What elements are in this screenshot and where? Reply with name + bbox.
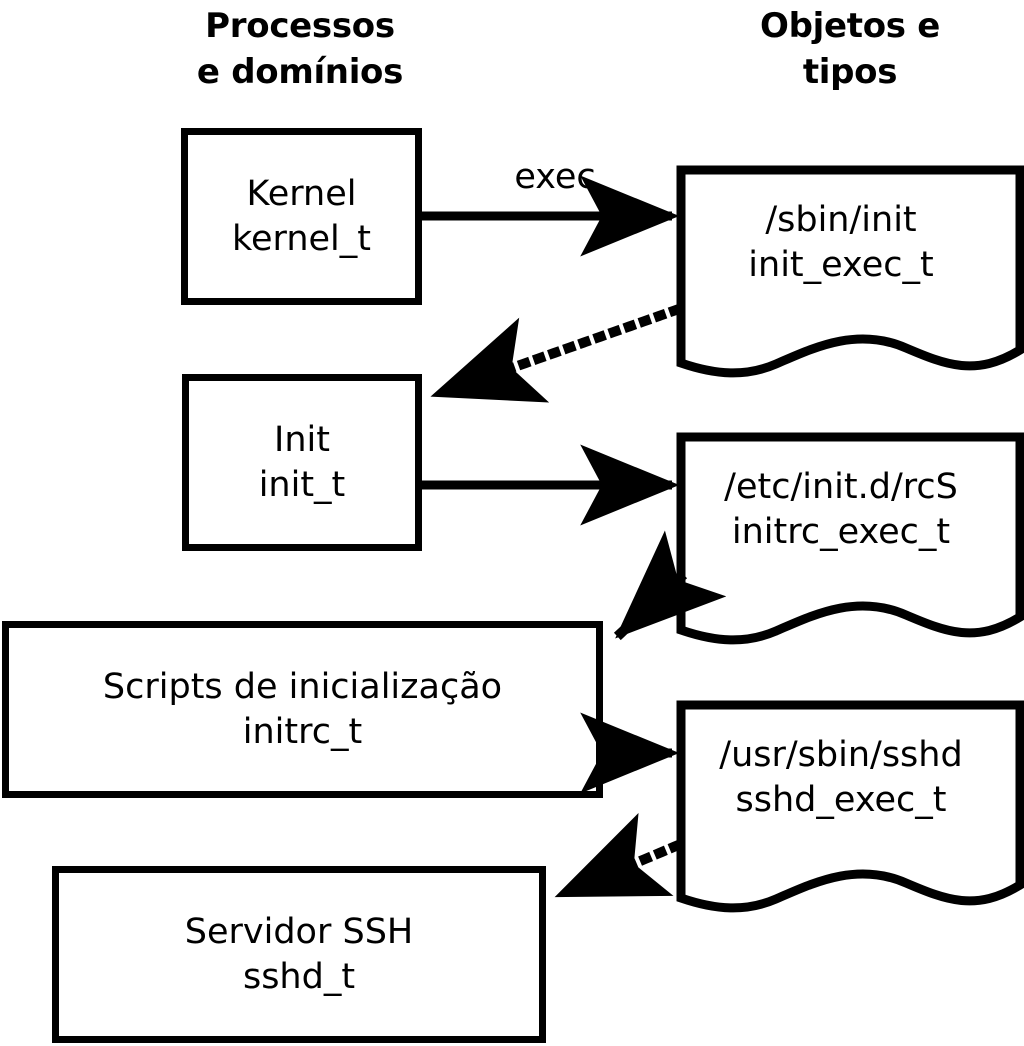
process-box-initrc[interactable]: Scripts de inicialização initrc_t bbox=[2, 621, 603, 798]
process-box-sshd[interactable]: Servidor SSH sshd_t bbox=[52, 866, 546, 1043]
column-header-objects: Objetos e tipos bbox=[759, 6, 940, 92]
object-doc-sshd-exec[interactable] bbox=[676, 700, 1024, 918]
process-box-initrc-domain: initrc_t bbox=[242, 711, 363, 752]
process-box-sshd-domain: sshd_t bbox=[242, 956, 356, 997]
edge-transition-initrc-exec-to-initrc bbox=[613, 530, 727, 641]
process-box-initrc-name: Scripts de inicialização bbox=[102, 666, 503, 707]
process-box-init[interactable]: Init init_t bbox=[182, 374, 422, 551]
process-box-init-name: Init bbox=[274, 419, 330, 460]
process-box-kernel[interactable]: Kernel kernel_t bbox=[181, 128, 422, 305]
object-doc-initrc-exec[interactable] bbox=[676, 432, 1024, 650]
edge-transition-sshd-exec-to-sshd bbox=[554, 812, 683, 901]
process-box-init-domain: init_t bbox=[258, 464, 346, 505]
object-doc-init-exec[interactable] bbox=[676, 165, 1024, 383]
process-box-kernel-name: Kernel bbox=[246, 173, 357, 214]
column-header-processes: Processos e domínios bbox=[196, 6, 404, 92]
edge-label-exec: exec bbox=[514, 157, 596, 197]
process-box-sshd-name: Servidor SSH bbox=[184, 911, 414, 952]
edge-transition-init-exec-to-init bbox=[430, 303, 683, 403]
process-box-kernel-domain: kernel_t bbox=[232, 218, 371, 259]
